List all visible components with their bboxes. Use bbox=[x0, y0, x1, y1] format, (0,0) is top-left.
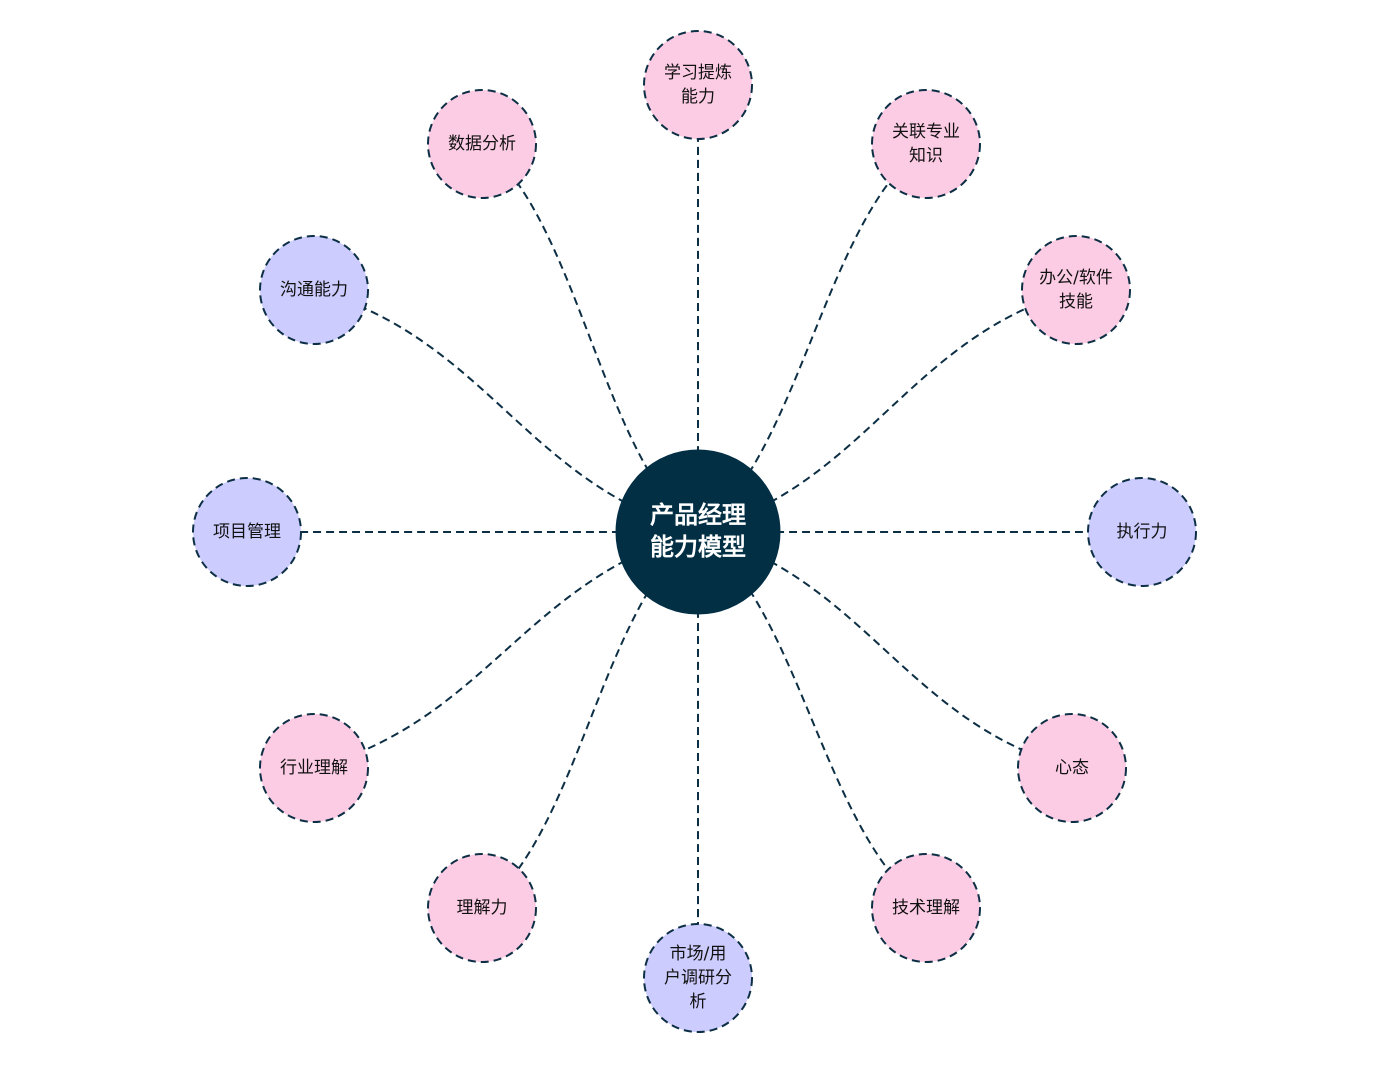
node-label: 析 bbox=[690, 992, 707, 1012]
center-label: 产品经理 bbox=[650, 501, 746, 529]
topic-node[interactable]: 行业理解 bbox=[259, 713, 369, 823]
topic-node[interactable]: 数据分析 bbox=[427, 89, 537, 199]
node-circle bbox=[871, 853, 981, 963]
node-label: 关联专业 bbox=[892, 122, 960, 142]
node-label: 市场/用 bbox=[670, 944, 727, 964]
node-label: 行业理解 bbox=[280, 758, 348, 778]
topic-node[interactable]: 项目管理 bbox=[192, 477, 302, 587]
center-circle bbox=[615, 449, 781, 615]
topic-node[interactable]: 执行力 bbox=[1087, 477, 1197, 587]
node-label: 技术理解 bbox=[892, 898, 960, 918]
topic-node[interactable]: 技术理解 bbox=[871, 853, 981, 963]
node-label: 办公/软件 bbox=[1039, 268, 1113, 288]
node-circle bbox=[427, 89, 537, 199]
node-label: 能力 bbox=[681, 87, 715, 107]
node-label: 心态 bbox=[1055, 758, 1089, 778]
topic-node[interactable]: 沟通能力 bbox=[259, 235, 369, 345]
nodes: 学习提炼能力关联专业知识办公/软件技能执行力心态技术理解市场/用户调研分析理解力… bbox=[192, 30, 1197, 1033]
node-label: 知识 bbox=[909, 146, 943, 166]
node-circle bbox=[259, 713, 369, 823]
topic-node[interactable]: 理解力 bbox=[427, 853, 537, 963]
node-circle bbox=[259, 235, 369, 345]
node-label: 户调研分 bbox=[664, 968, 732, 988]
node-circle bbox=[643, 923, 753, 1033]
node-label: 学习提炼 bbox=[664, 63, 732, 83]
node-circle bbox=[1017, 713, 1127, 823]
node-label: 理解力 bbox=[457, 898, 508, 918]
node-label: 项目管理 bbox=[213, 522, 281, 542]
node-circle bbox=[643, 30, 753, 140]
node-label: 沟通能力 bbox=[280, 280, 348, 300]
node-label: 执行力 bbox=[1117, 522, 1168, 542]
topic-node[interactable]: 心态 bbox=[1017, 713, 1127, 823]
node-circle bbox=[871, 89, 981, 199]
center-label: 能力模型 bbox=[650, 533, 746, 561]
node-circle bbox=[1021, 235, 1131, 345]
node-circle bbox=[1087, 477, 1197, 587]
node-circle bbox=[192, 477, 302, 587]
node-label: 数据分析 bbox=[448, 134, 516, 154]
node-label: 技能 bbox=[1059, 292, 1093, 312]
node-circle bbox=[427, 853, 537, 963]
